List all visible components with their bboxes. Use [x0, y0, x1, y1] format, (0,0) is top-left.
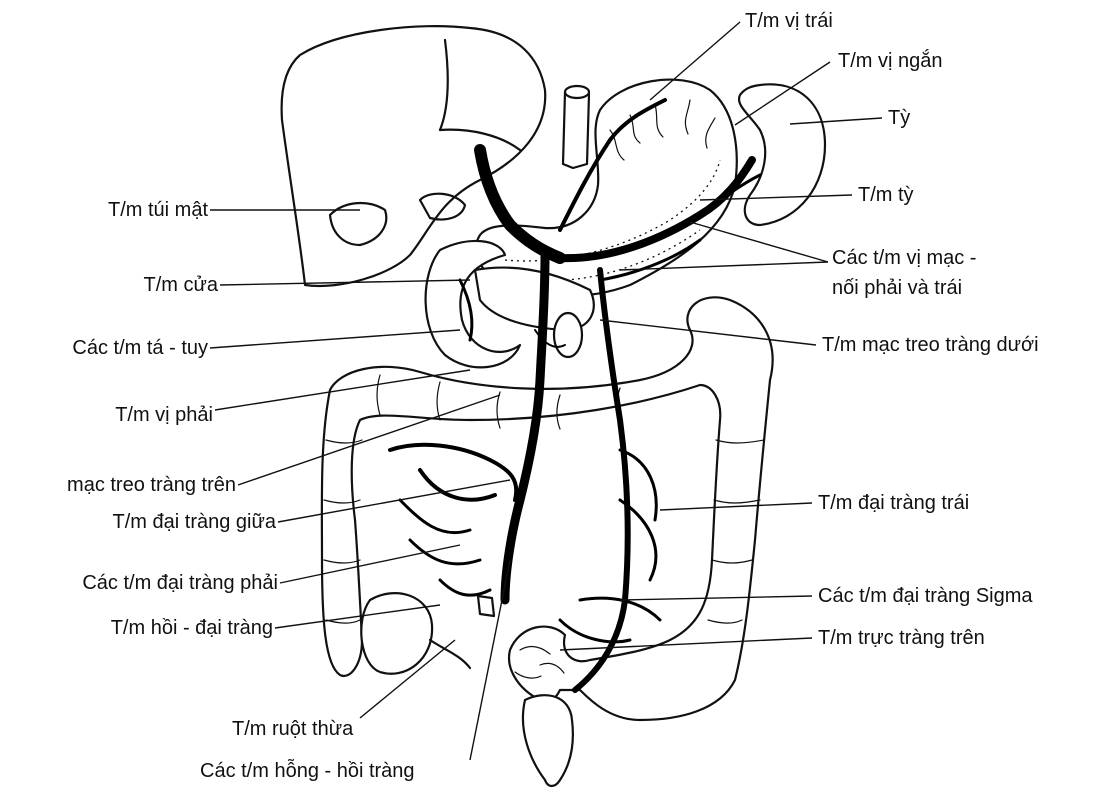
vessel-stubs [563, 86, 589, 168]
label-cystic-vein: T/m túi mật [108, 199, 208, 221]
label-appendicular-vein: T/m ruột thừa [232, 718, 353, 740]
label-short-gastric-vein: T/m vị ngắn [838, 50, 942, 72]
spleen [739, 84, 825, 225]
rectum [523, 695, 573, 786]
label-pancreaticoduodenal-veins: Các t/m tá - tuy [72, 337, 208, 359]
label-gastroepiploic-veins-line1: Các t/m vị mạc - [832, 247, 976, 269]
label-left-colic-vein: T/m đại tràng trái [818, 492, 969, 514]
label-inferior-mesenteric-vein: T/m mạc treo tràng dưới [822, 334, 1039, 356]
label-superior-rectal-vein: T/m trực tràng trên [818, 627, 985, 649]
label-right-gastric-vein: T/m vị phải [115, 404, 213, 426]
label-portal-vein: T/m cửa [143, 274, 218, 296]
label-gastroepiploic-veins-line2: nối phải và trái [832, 277, 962, 299]
label-ileocolic-vein: T/m hồi - đại tràng [111, 617, 273, 639]
label-middle-colic-vein: T/m đại tràng giữa [113, 511, 276, 533]
label-right-colic-veins: Các t/m đại tràng phải [82, 572, 278, 594]
label-left-gastric-vein: T/m vị trái [745, 10, 833, 32]
label-spleen: Tỳ [888, 107, 910, 129]
label-superior-mesenteric-vein: mạc treo tràng trên [67, 474, 236, 496]
label-sigmoid-veins: Các t/m đại tràng Sigma [818, 585, 1033, 607]
label-jejunal-ileal-veins: Các t/m hỗng - hồi tràng [200, 760, 415, 782]
label-splenic-vein: T/m tỳ [858, 184, 914, 206]
